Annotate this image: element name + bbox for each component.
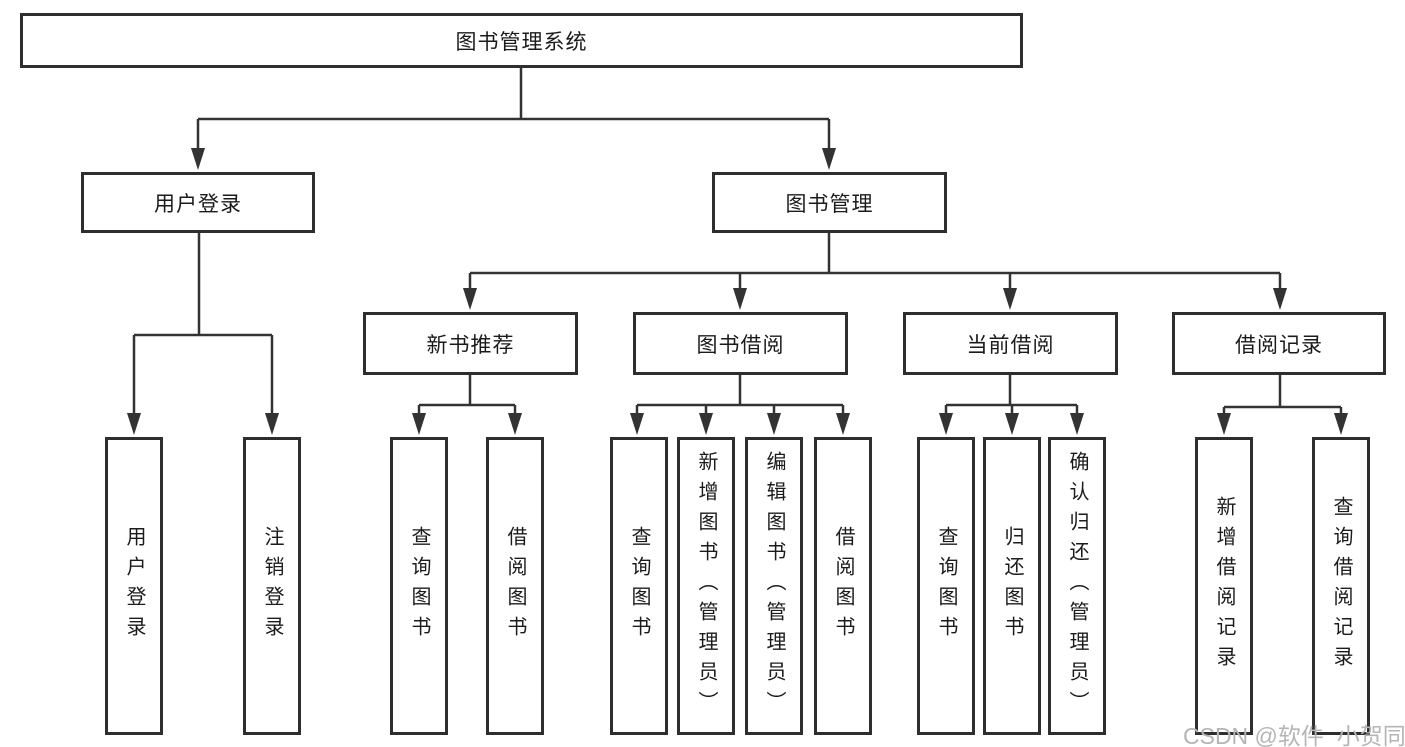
node-root-system: 图书管理系统 — [20, 13, 1023, 68]
node-borrow-records-label: 借阅记录 — [1235, 333, 1323, 357]
leaf-confirm-return-admin: 确认归还（管理员） — [1048, 437, 1106, 735]
node-root-label: 图书管理系统 — [455, 30, 588, 54]
leaf-query-books-borrow-label: 查询图书 — [628, 526, 650, 646]
leaf-query-borrow-record: 查询借阅记录 — [1312, 437, 1370, 735]
leaf-add-borrow-record: 新增借阅记录 — [1195, 437, 1253, 735]
leaf-query-books-borrow: 查询图书 — [610, 437, 668, 735]
csdn-watermark: CSDN @软件_小贺同学 — [1183, 723, 1405, 747]
leaf-query-books-recommend-label: 查询图书 — [408, 526, 430, 646]
leaf-query-books-current-label: 查询图书 — [935, 526, 957, 646]
node-new-book-recommend-label: 新书推荐 — [426, 333, 515, 357]
leaf-add-borrow-record-label: 新增借阅记录 — [1213, 496, 1235, 676]
leaf-add-book-admin: 新增图书（管理员） — [677, 437, 735, 735]
node-book-management-label: 图书管理 — [785, 192, 874, 216]
leaf-borrow-books-recommend-label: 借阅图书 — [504, 526, 526, 646]
node-book-borrow-label: 图书借阅 — [696, 333, 785, 357]
leaf-user-login-label: 用户登录 — [123, 526, 145, 646]
leaf-borrow-books-recommend: 借阅图书 — [486, 437, 544, 735]
leaf-logout-label: 注销登录 — [261, 526, 283, 646]
leaf-return-book-label: 归还图书 — [1001, 526, 1023, 646]
node-book-management: 图书管理 — [712, 172, 947, 233]
leaf-confirm-return-admin-label: 确认归还（管理员） — [1066, 451, 1088, 721]
leaf-edit-book-admin-label: 编辑图书（管理员） — [763, 451, 785, 721]
leaf-return-book: 归还图书 — [983, 437, 1041, 735]
node-borrow-records: 借阅记录 — [1172, 312, 1386, 375]
leaf-user-login: 用户登录 — [105, 437, 163, 735]
node-current-borrow: 当前借阅 — [903, 312, 1118, 375]
leaf-add-book-admin-label: 新增图书（管理员） — [695, 451, 717, 721]
node-user-login-label: 用户登录 — [154, 192, 242, 216]
node-new-book-recommend: 新书推荐 — [363, 312, 578, 375]
leaf-borrow-books-borrow-label: 借阅图书 — [832, 526, 854, 646]
node-user-login: 用户登录 — [81, 172, 315, 233]
leaf-query-books-recommend: 查询图书 — [390, 437, 448, 735]
leaf-query-borrow-record-label: 查询借阅记录 — [1330, 496, 1352, 676]
node-book-borrow: 图书借阅 — [633, 312, 848, 375]
leaf-borrow-books-borrow: 借阅图书 — [814, 437, 872, 735]
node-current-borrow-label: 当前借阅 — [966, 333, 1055, 357]
leaf-logout: 注销登录 — [243, 437, 301, 735]
leaf-edit-book-admin: 编辑图书（管理员） — [745, 437, 803, 735]
leaf-query-books-current: 查询图书 — [917, 437, 975, 735]
